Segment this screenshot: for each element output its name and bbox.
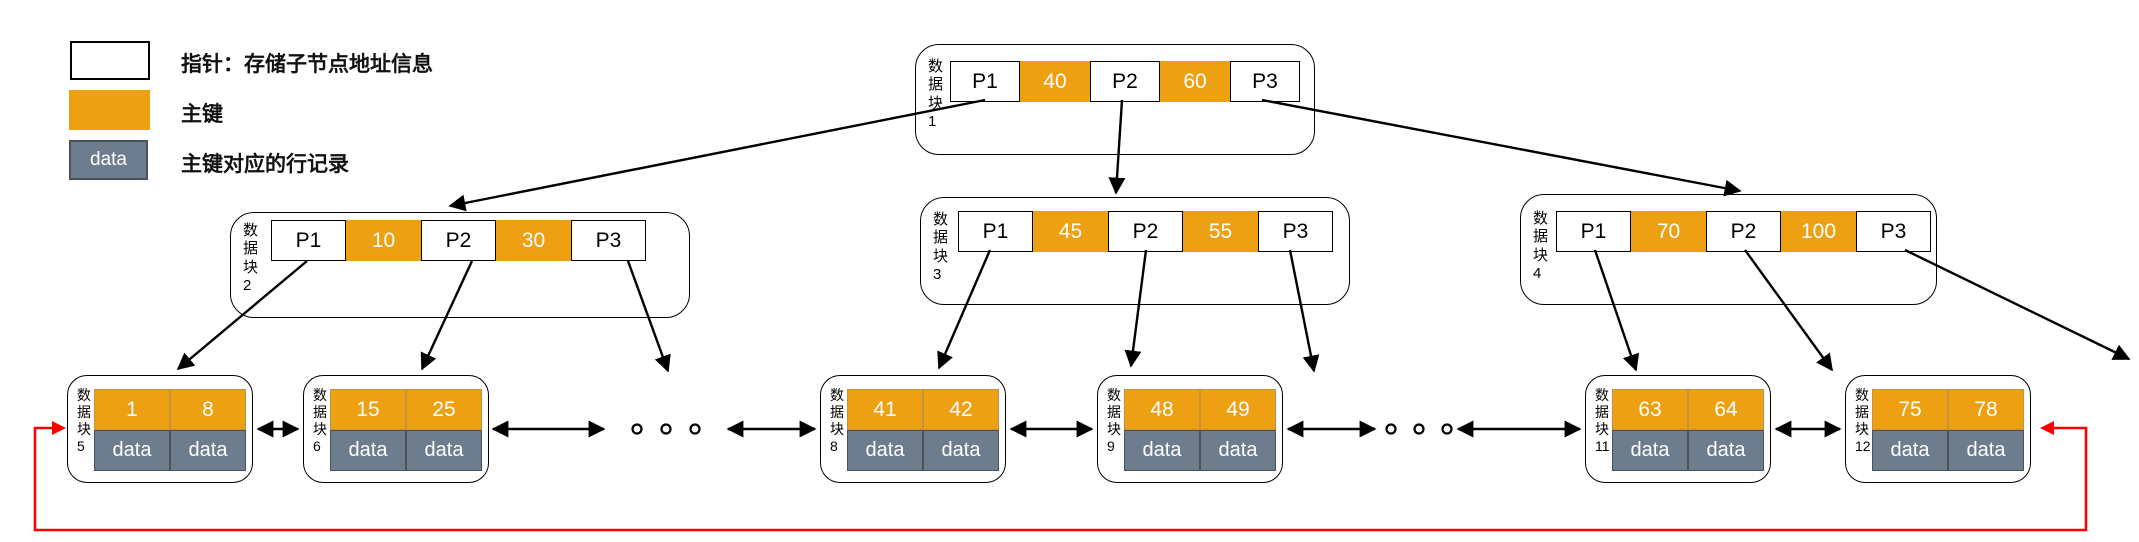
key-cell: 45 <box>1033 211 1108 252</box>
ellipsis-dot <box>1441 423 1453 435</box>
index-block-3: 数据块 3 P1 45 P2 55 P3 <box>920 197 1350 305</box>
key-cell: 100 <box>1781 211 1856 252</box>
legend-pointer-swatch <box>70 41 150 80</box>
key-cell: 41 <box>847 389 923 430</box>
block-3-label: 数据块 3 <box>933 211 949 283</box>
key-cell: 8 <box>170 389 246 430</box>
data-cell: data <box>1124 430 1200 471</box>
ellipsis-dot <box>1385 423 1397 435</box>
index-block-4: 数据块 4 P1 70 P2 100 P3 <box>1520 194 1937 305</box>
key-cell: 63 <box>1612 389 1688 430</box>
ellipsis-dot <box>631 423 643 435</box>
data-cell: data <box>1688 430 1764 471</box>
block-2-label: 数据块 2 <box>243 222 259 294</box>
key-cell: 40 <box>1020 61 1090 102</box>
pointer-cell: P3 <box>571 220 646 261</box>
red-arrowhead-into-block5 <box>52 421 66 435</box>
red-arrowhead-into-block12 <box>2040 421 2054 435</box>
key-cell: 48 <box>1124 389 1200 430</box>
ellipsis-dot <box>689 423 701 435</box>
pointer-cell: P2 <box>1090 61 1160 102</box>
index-block-1: 数据块 1 P1 40 P2 60 P3 <box>915 44 1315 155</box>
data-cell: data <box>1872 430 1948 471</box>
key-cell: 42 <box>923 389 999 430</box>
pointer-cell: P3 <box>1230 61 1300 102</box>
key-cell: 15 <box>330 389 406 430</box>
pointer-cell: P3 <box>1258 211 1333 252</box>
data-cell: data <box>1612 430 1688 471</box>
pointer-cell: P2 <box>421 220 496 261</box>
pointer-cell: P2 <box>1108 211 1183 252</box>
legend-pointer-label: 指针：存储子节点地址信息 <box>181 53 433 76</box>
data-cell: data <box>94 430 170 471</box>
legend-primary-key-swatch <box>69 90 150 130</box>
ellipsis-dot <box>1413 423 1425 435</box>
pointer-cell: P1 <box>271 220 346 261</box>
data-cell: data <box>847 430 923 471</box>
data-cell: data <box>923 430 999 471</box>
pointer-cell: P1 <box>1556 211 1631 252</box>
key-cell: 25 <box>406 389 482 430</box>
key-cell: 60 <box>1160 61 1230 102</box>
edge-block4-p3-offscreen <box>1904 248 2131 361</box>
key-cell: 10 <box>346 220 421 261</box>
data-cell: data <box>330 430 406 471</box>
key-cell: 75 <box>1872 389 1948 430</box>
key-cell: 30 <box>496 220 571 261</box>
data-cell: data <box>1200 430 1276 471</box>
data-cell: data <box>406 430 482 471</box>
data-cell: data <box>1948 430 2024 471</box>
key-cell: 55 <box>1183 211 1258 252</box>
block-1-label: 数据块 1 <box>928 58 944 130</box>
key-cell: 49 <box>1200 389 1276 430</box>
edge-block1-p3-to-block4 <box>1261 98 1742 197</box>
block-4-label: 数据块 4 <box>1533 210 1549 282</box>
key-cell: 78 <box>1948 389 2024 430</box>
pointer-cell: P1 <box>958 211 1033 252</box>
key-cell: 64 <box>1688 389 1764 430</box>
pointer-cell: P3 <box>1856 211 1931 252</box>
edge-block1-p1-to-block2 <box>448 98 986 212</box>
legend-data-swatch-text: data <box>90 149 127 170</box>
legend-data-label: 主键对应的行记录 <box>181 153 349 176</box>
data-cell: data <box>170 430 246 471</box>
legend-data-swatch: data <box>69 140 148 180</box>
key-cell: 1 <box>94 389 170 430</box>
key-cell: 70 <box>1631 211 1706 252</box>
ellipsis-dot <box>660 423 672 435</box>
pointer-cell: P1 <box>950 61 1020 102</box>
pointer-cell: P2 <box>1706 211 1781 252</box>
legend-primary-key-label: 主键 <box>181 103 223 126</box>
index-block-2: 数据块 2 P1 10 P2 30 P3 <box>230 212 690 318</box>
